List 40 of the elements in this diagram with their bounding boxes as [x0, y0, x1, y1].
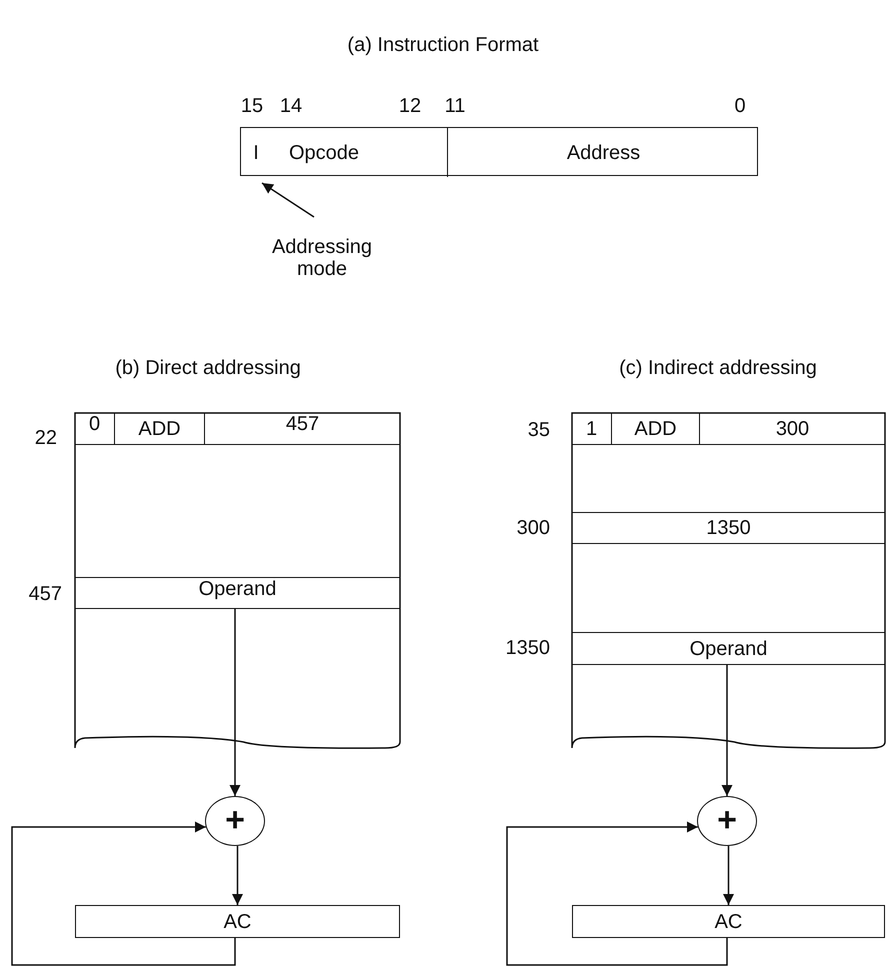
field-label: Address [448, 128, 759, 177]
memory-field: ADD [115, 413, 205, 445]
memory-address: 457 [28, 584, 62, 604]
adder-circle: + [205, 796, 265, 846]
memory-field: 300 [700, 413, 885, 445]
memory-column [572, 413, 885, 748]
adder-circle: + [697, 796, 757, 846]
memory-word: Operand [572, 632, 885, 665]
arrow [11, 822, 236, 966]
bit-number: 12 [398, 96, 422, 116]
memory-address: 1350 [506, 638, 550, 658]
instruction-word-box [240, 127, 758, 176]
bit-number: 0 [734, 96, 746, 116]
memory-field: 0 [75, 413, 115, 445]
memory-field: ADD [612, 413, 700, 445]
section-heading: (a) Instruction Format [347, 35, 539, 55]
arrow [722, 665, 732, 796]
memory-field: 457 [205, 413, 400, 445]
field-label: I [241, 128, 271, 177]
memory-address: 35 [528, 420, 550, 440]
memory-field: 1 [572, 413, 612, 445]
bit-number: 15 [240, 96, 264, 116]
leader-line [262, 182, 314, 218]
memory-address: 300 [516, 518, 550, 538]
accumulator-register: AC [572, 905, 885, 938]
arrow [506, 822, 728, 966]
arrow [723, 846, 734, 905]
arrow [230, 609, 240, 796]
accumulator-register: AC [75, 905, 400, 938]
memory-word: Operand [75, 577, 400, 609]
memory-address: 22 [34, 428, 57, 448]
annotation-text: Addressing mode [262, 225, 382, 291]
bit-number: 14 [280, 96, 302, 116]
field-label: Opcode [271, 128, 448, 177]
arrow [232, 846, 243, 905]
bit-number: 11 [444, 96, 466, 116]
section-heading: (c) Indirect addressing [619, 358, 817, 378]
memory-column [75, 413, 400, 748]
memory-word: 1350 [572, 512, 885, 544]
section-heading: (b) Direct addressing [115, 358, 301, 378]
